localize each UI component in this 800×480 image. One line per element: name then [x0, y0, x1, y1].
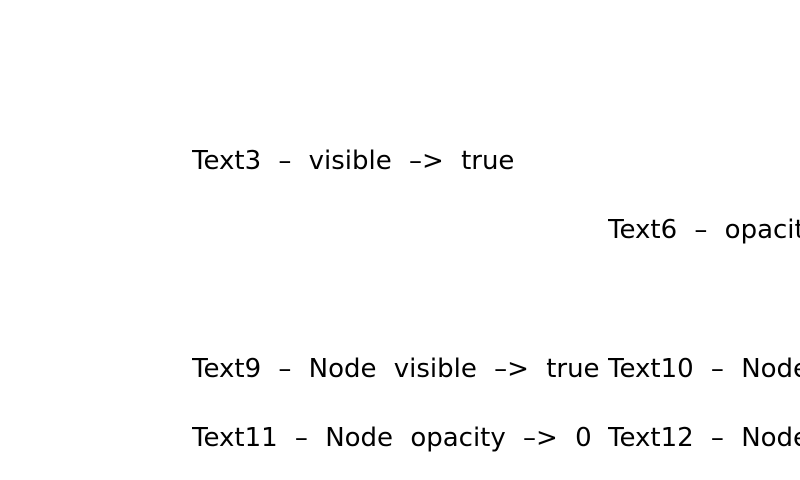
text6-label: Text6 – opacity [608, 215, 800, 245]
text12-label: Text12 – Node [608, 423, 800, 453]
text10-label: Text10 – Node [608, 354, 800, 384]
text11-label: Text11 – Node opacity –> 0 [192, 423, 592, 453]
text3-label: Text3 – visible –> true [192, 146, 515, 176]
text9-label: Text9 – Node visible –> true [192, 354, 600, 384]
